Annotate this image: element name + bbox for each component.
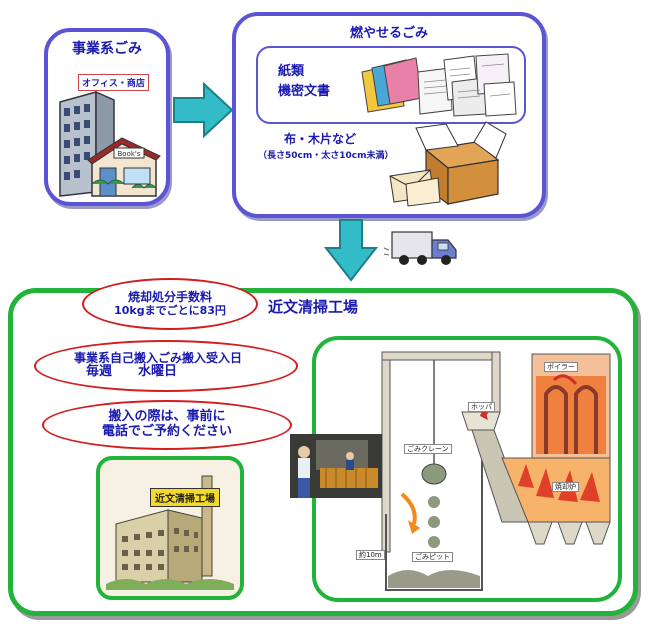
size-limit-label: （長さ50cm・太さ10cm未満） xyxy=(258,151,394,161)
burnable-waste-title: 燃やせるごみ xyxy=(349,26,428,41)
down-arrow-icon xyxy=(324,219,378,282)
plant-building-box: 近文清掃工場 xyxy=(96,456,244,600)
paper-panel: 紙類 機密文書 xyxy=(256,46,526,124)
documents-illustration xyxy=(361,53,517,117)
plant-building-illustration xyxy=(106,475,234,590)
right-arrow-icon xyxy=(173,82,234,138)
incinerator-label: 焼却炉 xyxy=(552,482,579,493)
burnable-waste-box: 燃やせるごみ 紙類 機密文書 布・木片など （長さ50cm・太さ10cm xyxy=(232,12,546,218)
fee-rate: 10kgまでごとに83円 xyxy=(114,303,226,317)
boiler-label: ボイラー xyxy=(544,362,578,373)
confidential-docs-label: 機密文書 xyxy=(278,84,331,99)
accept-day-oval: 事業系自己搬入ごみ搬入受入日 毎週 水曜日 xyxy=(34,340,298,392)
reservation-line1: 搬入の際は、事前に xyxy=(108,409,226,425)
accept-day-label: 事業系自己搬入ごみ搬入受入日 xyxy=(74,350,243,365)
crane-label: ごみクレーン xyxy=(404,444,452,455)
paper-label: 紙類 xyxy=(278,64,305,79)
pit-depth-label: 約10m xyxy=(356,550,385,561)
reservation-oval: 搬入の際は、事前に 電話でご予約ください xyxy=(42,400,292,450)
reservation-line2: 電話でご予約ください xyxy=(101,424,232,439)
fee-label: 焼却処分手数料 xyxy=(127,289,212,304)
truck-icon xyxy=(384,231,457,265)
box-envelope-illustration xyxy=(389,121,507,207)
business-waste-title: 事業系ごみ xyxy=(72,41,142,57)
hopper-label: ホッパ xyxy=(468,402,495,413)
plant-title: 近文清掃工場 xyxy=(268,298,359,316)
fee-oval: 焼却処分手数料 10kgまでごとに83円 xyxy=(82,278,258,330)
business-waste-box: 事業系ごみ オフィス・商店 Book's xyxy=(44,28,170,206)
cloth-wood-label: 布・木片など xyxy=(284,132,357,146)
shop-sign: Book's xyxy=(118,150,141,158)
office-building-illustration: Book's xyxy=(59,90,161,197)
plant-sign: 近文清掃工場 xyxy=(150,488,220,507)
office-shop-tag: オフィス・商店 xyxy=(78,74,149,91)
pit-label: ごみピット xyxy=(412,552,453,563)
worker-photo xyxy=(290,434,382,498)
accept-day-value: 毎週 水曜日 xyxy=(86,364,178,380)
